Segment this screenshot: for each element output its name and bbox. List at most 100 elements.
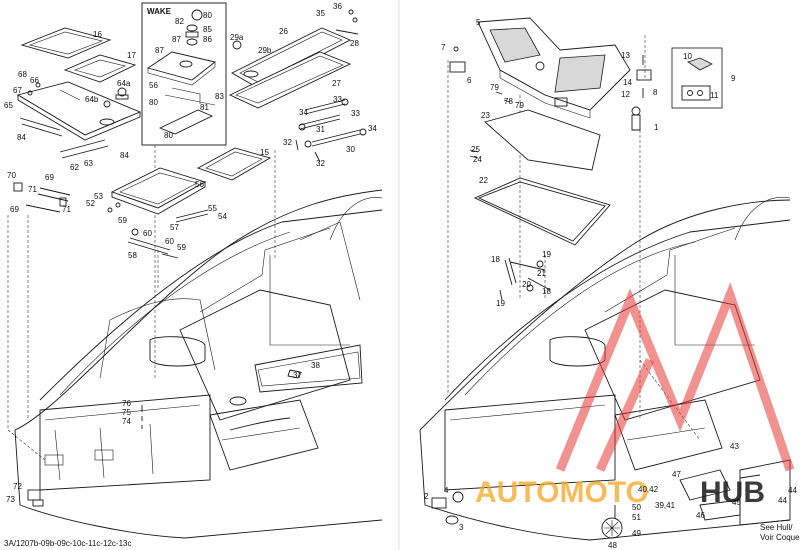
callout-29b: 29b [258,46,272,55]
mat-17 [63,54,137,83]
callout-34a: 34 [299,108,308,117]
callout-87a: 87 [172,35,181,44]
callout-10: 10 [683,52,692,61]
callout-33a: 33 [333,95,342,104]
callout-62: 62 [70,163,79,172]
callout-57: 57 [170,223,179,232]
callout-38: 38 [311,361,320,370]
callout-37: 37 [293,371,302,380]
callout-33b: 33 [351,109,360,118]
lid-84 [16,81,142,141]
callout-84b: 84 [120,151,129,160]
callout-12: 12 [621,90,630,99]
callout-82: 82 [175,17,184,26]
cover-56 [110,167,207,215]
callout-54: 54 [218,212,227,221]
callout-18a: 18 [491,255,500,264]
callout-84a: 84 [17,133,26,142]
callout-27: 27 [332,79,341,88]
callout-55: 55 [208,204,217,213]
mat-16 [20,27,112,59]
callout-71a: 71 [28,185,37,194]
callout-11: 11 [710,91,719,100]
callout-81: 81 [200,103,209,112]
callout-6: 6 [467,76,472,85]
callout-16: 16 [93,30,102,39]
callout-5: 5 [476,18,481,27]
watermark: AUTOMOTO HUB [475,282,795,509]
ref-code: 3A/1207b-09b-09c-10c-11c-12c-13c [4,539,131,548]
mat-23 [484,109,601,171]
callout-49: 49 [632,529,641,538]
lid-27 [228,51,352,109]
callout-83: 83 [215,92,224,101]
callout-80c: 80 [164,131,173,140]
callout-2: 2 [424,492,429,501]
callout-14: 14 [623,78,632,87]
callout-15: 15 [260,148,269,157]
callout-47: 47 [672,470,681,479]
callout-1: 1 [654,123,659,132]
callout-52: 52 [86,199,95,208]
see-hull-line1: See Hull/ [760,523,793,532]
callout-60a: 60 [143,229,152,238]
callout-45: 45 [732,498,741,507]
callout-51: 51 [632,513,641,522]
callout-23: 23 [481,111,490,120]
callout-64b: 64b [85,95,99,104]
callout-7: 7 [441,43,446,52]
callout-67: 67 [13,86,22,95]
callout-59b: 59 [177,243,186,252]
callout-32b: 32 [316,159,325,168]
callout-19a: 19 [542,250,551,259]
callout-13: 13 [621,51,630,60]
callout-22: 22 [479,176,488,185]
callout-63: 63 [84,159,93,168]
callout-56a: 56 [149,81,158,90]
wake-title: WAKE [147,7,172,16]
wake-box: WAKE [141,2,227,146]
callout-35: 35 [316,9,325,18]
callout-46: 46 [696,511,705,520]
callout-48: 48 [608,541,617,550]
callout-8: 8 [653,88,658,97]
callout-3: 3 [459,523,464,532]
callout-74: 74 [122,417,131,426]
callout-59a: 59 [118,216,127,225]
callout-18b: 18 [542,287,551,296]
callout-26: 26 [279,27,288,36]
watermark-text-2: HUB [700,476,765,509]
hinge-rods-right [295,98,367,163]
callout-80a: 80 [203,11,212,20]
callout-32a: 32 [283,138,292,147]
callout-24: 24 [473,155,482,164]
callout-50: 50 [632,503,641,512]
callout-72: 72 [13,482,22,491]
callout-68: 68 [18,70,27,79]
callout-19b: 19 [496,299,505,308]
callout-43: 43 [730,442,739,451]
callout-64a: 64a [117,79,131,88]
callout-21: 21 [537,269,546,278]
control-box [671,47,723,109]
callout-20: 20 [522,280,531,289]
callout-79b: 79 [515,101,524,110]
callout-73: 73 [6,495,15,504]
callout-75: 75 [122,408,131,417]
callout-28: 28 [350,39,359,48]
callout-9: 9 [731,74,736,83]
callout-53: 53 [94,192,103,201]
callout-85: 85 [203,25,212,34]
callout-80b: 80 [149,98,158,107]
hull-left [14,189,383,539]
callout-56b: 56 [195,180,204,189]
callout-36: 36 [333,2,342,11]
callout-44a: 44 [788,486,797,495]
callout-40-42: 40,42 [638,485,659,494]
callout-58: 58 [128,251,137,260]
callout-25: 25 [471,145,480,154]
callout-34b: 34 [368,124,377,133]
callout-86: 86 [203,35,212,44]
callout-30: 30 [346,145,355,154]
